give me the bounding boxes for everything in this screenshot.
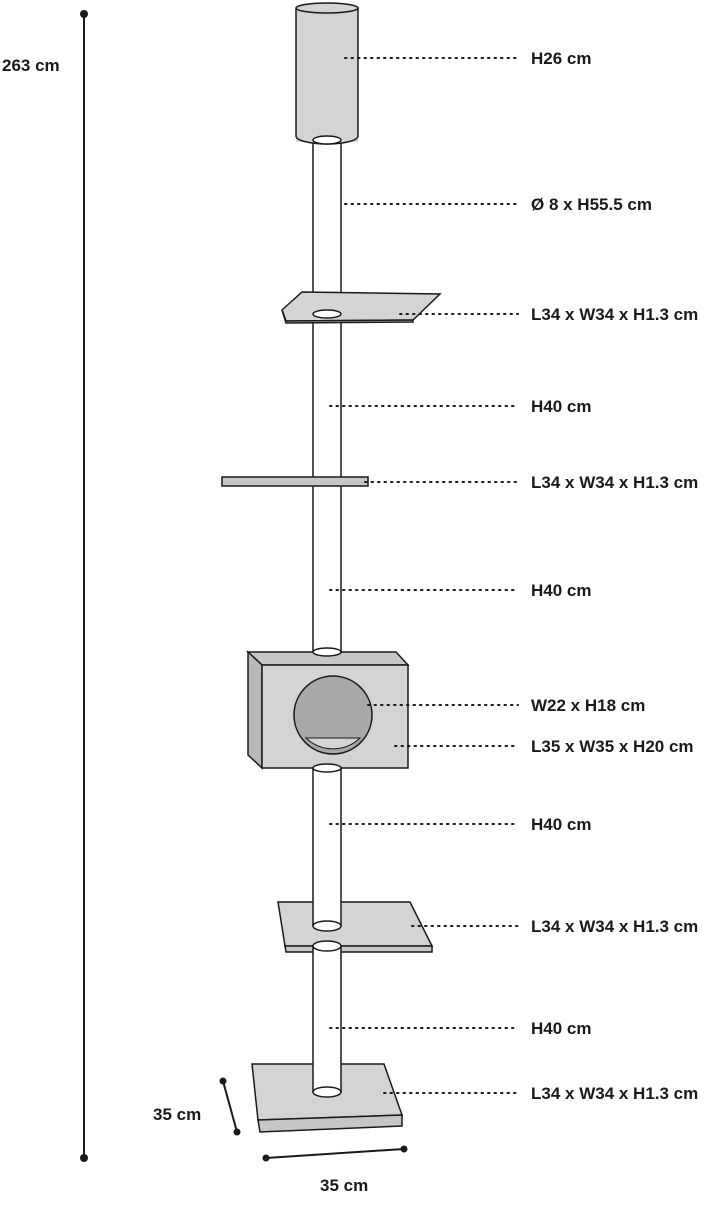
label-platform-2: L34 x W34 x H1.3 cm: [531, 473, 698, 492]
pole-5: [312, 945, 342, 1093]
pole-top: [312, 139, 342, 306]
platform-3: [277, 901, 434, 953]
platform-1: [281, 291, 442, 324]
pole-4: [312, 767, 342, 927]
box-entrance-hole: [293, 675, 373, 755]
platform-2: [221, 476, 369, 487]
dimension-labels: H26 cm Ø 8 x H55.5 cm L34 x W34 x H1.3 c…: [531, 49, 698, 1103]
total-height-bottom-dot: [80, 1154, 88, 1162]
label-box-hole: W22 x H18 cm: [531, 696, 645, 715]
pole-segments: [312, 139, 342, 1098]
total-height-dimension: 263 cm: [2, 10, 88, 1162]
total-height-label: 263 cm: [2, 56, 60, 75]
cat-box: [246, 647, 410, 773]
label-top-cylinder: H26 cm: [531, 49, 591, 68]
label-pole-3: H40 cm: [531, 581, 591, 600]
base-width-label: 35 cm: [320, 1176, 368, 1195]
base-depth-label: 35 cm: [153, 1105, 201, 1124]
base-width-dimension: 35 cm: [262, 1145, 408, 1195]
label-platform-1: L34 x W34 x H1.3 cm: [531, 305, 698, 324]
leader-lines: [329, 57, 519, 1094]
base-depth-dimension: 35 cm: [153, 1077, 241, 1136]
label-box: L35 x W35 x H20 cm: [531, 737, 694, 756]
label-base: L34 x W34 x H1.3 cm: [531, 1084, 698, 1103]
label-pole-top: Ø 8 x H55.5 cm: [531, 195, 652, 214]
total-height-top-dot: [80, 10, 88, 18]
label-pole-4: H40 cm: [531, 815, 591, 834]
label-platform-3: L34 x W34 x H1.3 cm: [531, 917, 698, 936]
pole-2-3: [312, 314, 342, 660]
label-pole-5: H40 cm: [531, 1019, 591, 1038]
label-pole-2: H40 cm: [531, 397, 591, 416]
top-cylinder: [295, 2, 359, 145]
